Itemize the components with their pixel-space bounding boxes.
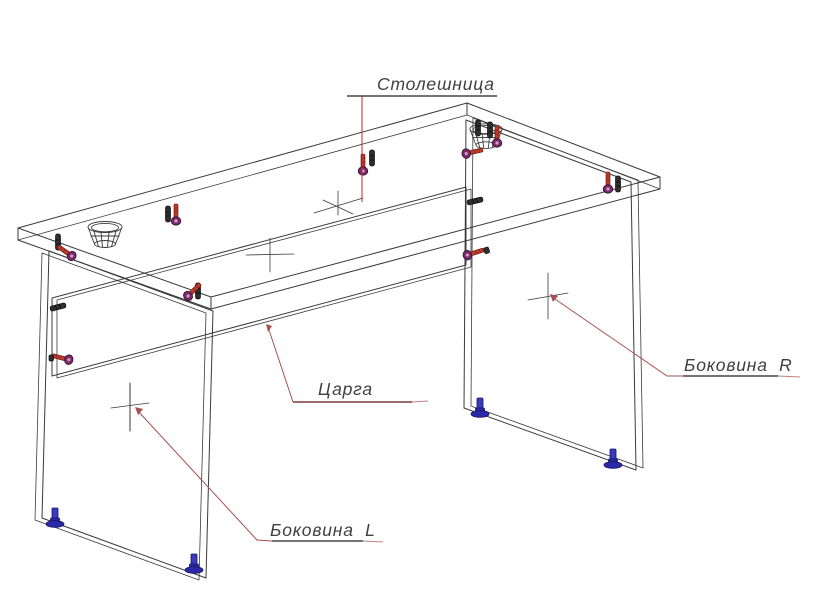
label-tabletop: Столешница [377, 74, 495, 94]
label-side-right: Боковина R [684, 355, 793, 375]
callout-leader [551, 296, 683, 377]
dowel-peg [369, 149, 375, 167]
side-panel-right-part [463, 117, 644, 471]
center-mark-tabletop-2 [245, 237, 295, 273]
dowel-peg [487, 121, 493, 139]
callout-tabletop: Столешница [347, 74, 497, 202]
callout-leader [136, 409, 273, 542]
center-mark-right-panel [527, 272, 569, 320]
dowel-peg [165, 205, 171, 223]
leader-arrow [550, 294, 558, 302]
label-apron: Царга [318, 379, 373, 399]
center-mark-left-panel [110, 382, 150, 432]
center-marks [110, 190, 569, 432]
dowel-peg [615, 175, 621, 193]
callout-underline-ext [362, 540, 384, 543]
leader-arrow [266, 324, 272, 332]
callout-side-right: Боковина R [550, 294, 801, 378]
screw-tip [483, 246, 490, 254]
callout-leader [267, 326, 294, 403]
center-mark-tabletop-1 [313, 190, 364, 216]
dowel-peg [475, 119, 481, 137]
callout-underline-ext [411, 400, 429, 403]
apron-part [51, 186, 472, 379]
callout-side-left: Боковина L [135, 407, 384, 543]
side-panel-left-part [34, 250, 214, 581]
callout-apron: Царга [266, 324, 429, 403]
screw-tip [48, 354, 54, 362]
confirmat-screws [48, 125, 614, 366]
leader-arrow [135, 407, 143, 415]
callout-underline-ext [777, 375, 801, 378]
label-side-left: Боковина L [270, 520, 376, 540]
